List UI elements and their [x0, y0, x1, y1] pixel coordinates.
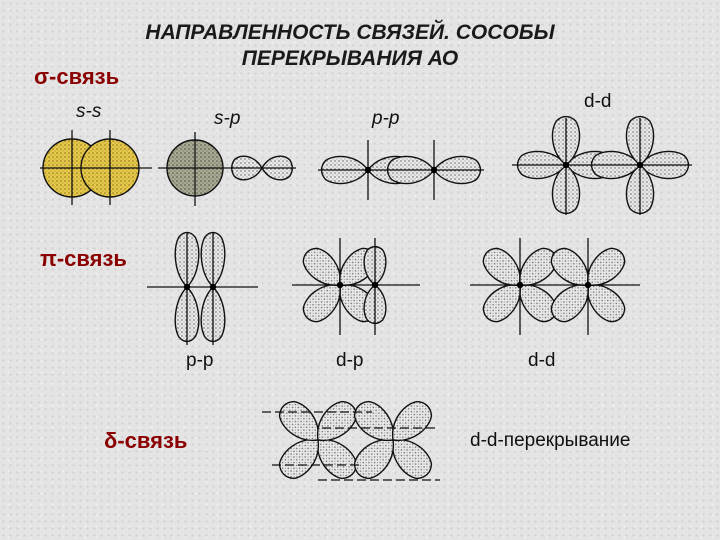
sigma-pp-orbitals — [318, 140, 484, 200]
orbital-lobe — [519, 284, 558, 323]
orbital-lobe — [316, 400, 358, 442]
sigma-ss-orbitals — [40, 130, 152, 205]
page-title: НАПРАВЛЕННОСТЬ СВЯЗЕЙ. СОСОБЫ ПЕРЕКРЫВАН… — [100, 20, 600, 72]
sigma-pp-label: p-p — [372, 108, 400, 129]
orbital-lobe — [353, 438, 395, 480]
sigma-dd-orbitals — [512, 115, 692, 215]
orbital-lobe — [550, 247, 589, 286]
orbital-lobe — [587, 284, 626, 323]
pi-pp-orbitals — [147, 231, 258, 345]
nucleus-dot — [584, 281, 592, 289]
nucleus-dot — [183, 283, 191, 291]
orbital-lobe — [391, 400, 433, 442]
pi-bond-heading: π-связь — [40, 246, 127, 271]
pi-dd-label: d-d — [528, 350, 556, 371]
orbital-lobe — [302, 247, 341, 286]
title-line-2: ПЕРЕКРЫВАНИЯ АО — [241, 47, 459, 70]
sigma-bond-heading: σ-связь — [34, 64, 120, 89]
nucleus-dot — [516, 281, 524, 289]
nucleus-dot — [209, 283, 217, 291]
nucleus-dot — [336, 281, 344, 289]
orbital-lobe — [550, 284, 589, 323]
orbital-lobe — [482, 247, 521, 286]
sigma-dd-label: d-d — [584, 91, 612, 112]
delta-dd-orbitals — [262, 400, 440, 481]
orbital-lobe — [391, 438, 433, 480]
pi-dp-label: d-p — [336, 350, 364, 371]
orbital-lobe — [316, 438, 358, 480]
sigma-ss-label: s-s — [76, 101, 102, 122]
sigma-sp-label: s-p — [214, 108, 241, 129]
nucleus-dot — [364, 166, 372, 174]
pi-pp-label: p-p — [186, 350, 214, 371]
orbital-lobe — [482, 284, 521, 323]
nucleus-dot — [636, 161, 644, 169]
delta-bond-heading: δ-связь — [104, 428, 188, 453]
delta-caption: d-d-перекрывание — [470, 430, 631, 451]
pi-dd-orbitals — [470, 238, 640, 335]
nucleus-dot — [371, 281, 379, 289]
orbital-lobe — [587, 247, 626, 286]
orbital-lobe — [302, 284, 341, 323]
pi-dp-orbitals — [292, 238, 420, 335]
nucleus-dot — [562, 161, 570, 169]
nucleus-dot — [430, 166, 438, 174]
orbital-lobe — [519, 247, 558, 286]
title-line-1: НАПРАВЛЕННОСТЬ СВЯЗЕЙ. СОСОБЫ — [145, 21, 555, 44]
sigma-sp-orbitals — [158, 132, 296, 206]
